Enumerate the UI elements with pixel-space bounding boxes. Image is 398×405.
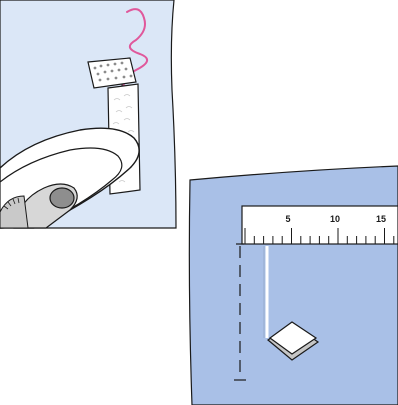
measuring-illustration: 5 10 15: [189, 166, 398, 405]
ruler: 5 10 15: [242, 206, 398, 244]
ruler-label-10: 10: [330, 214, 340, 224]
ruler-label-5: 5: [285, 214, 290, 224]
fabric-panel-medium: [189, 166, 398, 405]
ruler-body: [242, 206, 398, 244]
ruler-label-15: 15: [376, 214, 386, 224]
ironing-illustration: [0, 0, 176, 228]
iron-knob: [50, 188, 74, 208]
interfacing-folded-top: [88, 58, 136, 88]
